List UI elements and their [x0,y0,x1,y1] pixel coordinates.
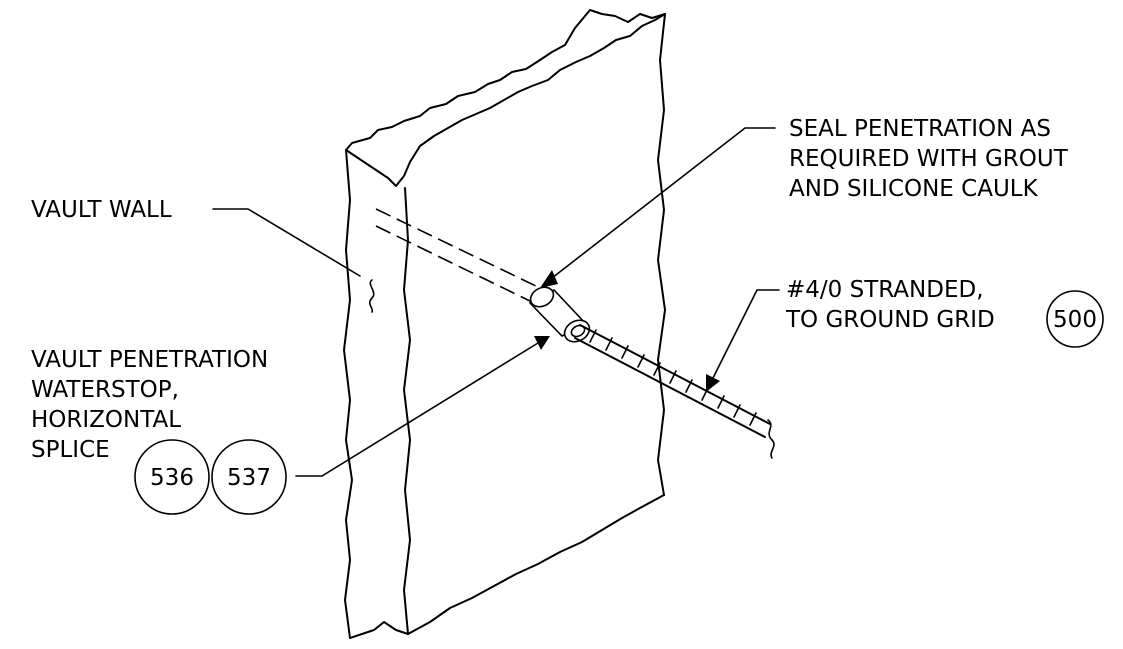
ground-conductor [574,324,775,459]
wall-side-right-edge [657,13,666,496]
ref-bubble-537: 537 [211,439,287,515]
conductor-break-mark [767,419,775,459]
ref-500-text: 500 [1053,307,1097,333]
hidden-conduit [375,208,539,303]
vault-wall-slab [343,9,666,639]
stranded-label-line-2: TO GROUND GRID [785,307,995,333]
ref-536-text: 536 [150,465,194,491]
waterstop-label-line-2: WATERSTOP, [31,377,179,403]
waterstop-label-line-1: VAULT PENETRATION [31,347,268,373]
wall-top-face [345,9,666,187]
waterstop-leader [295,342,539,477]
waterstop-arrowhead [534,336,550,350]
leaders [212,127,780,477]
ref-bubble-536: 536 [134,439,210,515]
wall-bottom-side [407,494,665,635]
ref-537-text: 537 [227,465,271,491]
stranded-label-line-1: #4/0 STRANDED, [786,277,984,303]
wall-front-left-edge [343,149,353,639]
conductor-strand-marks [589,329,757,426]
stranded-arrowhead [706,374,720,392]
stranded-leader [711,289,780,381]
seal-leader [551,127,776,279]
ref-bubble-500: 500 [1046,290,1104,348]
vault-wall-label: VAULT WALL [31,197,172,223]
waterstop-label-line-3: HORIZONTAL [31,407,181,433]
vault-wall-leader [212,208,361,277]
wall-break-mark [368,279,375,313]
seal-label-line-1: SEAL PENETRATION AS [789,116,1051,142]
wall-corner-edge [403,187,411,635]
waterstop-label-line-4: SPLICE [31,437,110,463]
seal-label-line-3: AND SILICONE CAULK [789,176,1039,202]
seal-label-line-2: REQUIRED WITH GROUT [789,146,1069,172]
seal-arrowhead [540,270,558,288]
penetration-sleeve [528,286,591,343]
wall-bottom-front [349,621,409,639]
